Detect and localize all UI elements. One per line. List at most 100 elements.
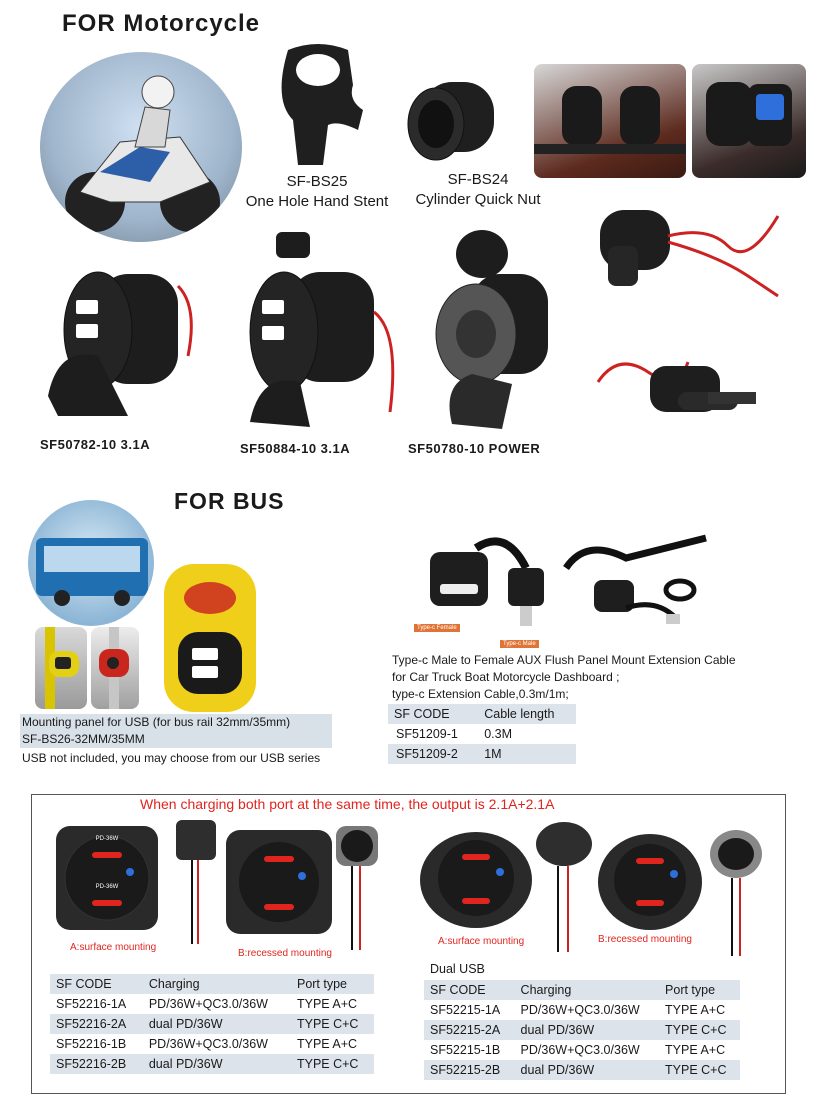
- round-socket-back-photo: [334, 822, 382, 950]
- sf50780-photo: [432, 224, 556, 432]
- socket-on-bar-photo: [588, 332, 788, 440]
- cable-table-header-code: SF CODE: [388, 704, 479, 724]
- charging-cell: dual PD/36W: [142, 1014, 291, 1034]
- square-socket-surface-photo: [52, 822, 162, 938]
- header-code: SF CODE: [50, 974, 143, 994]
- sf50782-code: SF50782-10 3.1A: [40, 437, 151, 452]
- cable-desc-line3: type-c Extension Cable,0.3m/1m;: [392, 687, 569, 701]
- port-top-label: PD-36W: [95, 836, 119, 842]
- round-socket-recessed-photo: [596, 830, 704, 934]
- cable-desc-line1: Type-c Male to Female AUX Flush Panel Mo…: [392, 653, 736, 667]
- bs24-code: SF-BS24: [447, 171, 509, 188]
- left-charging-table: SF CODE Charging Port type SF52216-1A PD/…: [50, 974, 374, 1074]
- dual-usb-title: Dual USB: [430, 962, 485, 976]
- bus-rail-red-photo: [91, 627, 139, 709]
- square-socket-back-photo: [170, 816, 222, 944]
- left-table-header: SF CODE Charging Port type: [50, 974, 374, 994]
- table-row: SF52216-1A PD/36W+QC3.0/36W TYPE A+C: [50, 994, 374, 1014]
- bs25-code: SF-BS25: [286, 173, 348, 190]
- table-row: SF51209-1 0.3M: [388, 724, 576, 744]
- sf50884-photo: [240, 232, 410, 432]
- right-table-header: SF CODE Charging Port type: [424, 980, 740, 1000]
- motorcycle-heading: FOR Motorcycle: [62, 10, 261, 37]
- charging-cell: dual PD/36W: [142, 1054, 291, 1074]
- socket-with-wires-photo: [588, 196, 788, 304]
- sf50780-code: SF50780-10 POWER: [408, 441, 541, 456]
- cylinder-nut-photo: [404, 76, 504, 168]
- cable-table: SF CODE Cable length SF51209-1 0.3M SF51…: [388, 704, 576, 764]
- header-charging: Charging: [142, 974, 291, 994]
- port-cell: TYPE A+C: [296, 997, 358, 1011]
- header-port: Port type: [290, 974, 374, 994]
- round-socket-surface-photo: [418, 824, 534, 934]
- cable-length-cell: 0.3M: [484, 727, 513, 741]
- header-port: Port type: [659, 980, 740, 1000]
- square-socket-recessed-photo: [224, 828, 334, 936]
- panel-line3: USB not included, you may choose from ou…: [22, 751, 321, 765]
- charging-notice: When charging both port at the same time…: [140, 796, 555, 812]
- charging-cell: dual PD/36W: [514, 1060, 660, 1080]
- bus-heading: FOR BUS: [174, 488, 285, 514]
- table-row: SF52215-1B PD/36W+QC3.0/36W TYPE A+C: [424, 1040, 740, 1060]
- left-recessed-label: B:recessed mounting: [238, 948, 332, 959]
- bus-rail-yellow-photo: [35, 627, 87, 709]
- code-cell: SF52215-1A: [430, 1003, 501, 1017]
- port-cell: TYPE A+C: [296, 1037, 358, 1051]
- port-cell: TYPE C+C: [659, 1060, 740, 1080]
- header-code: SF CODE: [424, 980, 515, 1000]
- handlebar-socket-photo: [534, 64, 686, 178]
- code-cell: SF52216-1B: [56, 1037, 127, 1051]
- port-bottom-label: PD-36W: [95, 884, 119, 890]
- cable-desc-line2: for Car Truck Boat Motorcycle Dashboard …: [392, 670, 620, 684]
- yellow-mounting-panel-photo: [162, 562, 258, 714]
- cable-length-cell: 1M: [478, 744, 576, 764]
- charging-cell: PD/36W+QC3.0/36W: [520, 1003, 640, 1017]
- bus-photo: [28, 500, 154, 626]
- right-charging-table: SF CODE Charging Port type SF52215-1A PD/…: [424, 980, 740, 1080]
- panel-line2: SF-BS26-32MM/35MM: [22, 732, 145, 746]
- charging-cell: dual PD/36W: [514, 1020, 660, 1040]
- typec-cable-photo: [416, 528, 716, 644]
- blue-display-socket-photo: [692, 64, 806, 178]
- tag-typec-female: Type-c Female: [414, 624, 460, 632]
- code-cell: SF52215-2A: [424, 1020, 515, 1040]
- code-cell: SF52215-1B: [430, 1043, 501, 1057]
- code-cell: SF52216-2B: [50, 1054, 143, 1074]
- port-cell: TYPE A+C: [665, 1043, 726, 1057]
- code-cell: SF52215-2B: [424, 1060, 515, 1080]
- port-cell: TYPE C+C: [290, 1014, 374, 1034]
- bs24-name: Cylinder Quick Nut: [415, 191, 541, 208]
- charging-cell: PD/36W+QC3.0/36W: [148, 997, 268, 1011]
- left-surface-label: A:surface mounting: [70, 942, 157, 953]
- cable-table-header: SF CODE Cable length: [388, 704, 576, 724]
- header-charging: Charging: [514, 980, 660, 1000]
- table-row: SF52216-1B PD/36W+QC3.0/36W TYPE A+C: [50, 1034, 374, 1054]
- cable-table-header-length: Cable length: [478, 704, 576, 724]
- tag-typec-male: Type-c Male: [500, 640, 539, 648]
- code-cell: SF52216-1A: [56, 997, 127, 1011]
- hand-stent-photo: [268, 40, 368, 170]
- motorcycle-rider-photo: [40, 52, 242, 242]
- right-surface-label: A:surface mounting: [438, 936, 525, 947]
- round-socket-back3-photo: [706, 826, 766, 956]
- table-row: SF51209-2 1M: [388, 744, 576, 764]
- table-row: SF52215-1A PD/36W+QC3.0/36W TYPE A+C: [424, 1000, 740, 1020]
- code-cell: SF52216-2A: [50, 1014, 143, 1034]
- panel-info-box: [20, 714, 332, 748]
- port-cell: TYPE A+C: [665, 1003, 726, 1017]
- charging-cell: PD/36W+QC3.0/36W: [520, 1043, 640, 1057]
- sf50782-photo: [38, 246, 198, 426]
- bs25-name: One Hole Hand Stent: [245, 193, 389, 210]
- right-recessed-label: B:recessed mounting: [598, 934, 692, 945]
- charging-cell: PD/36W+QC3.0/36W: [148, 1037, 268, 1051]
- port-cell: TYPE C+C: [659, 1020, 740, 1040]
- cable-code-cell: SF51209-1: [396, 727, 458, 741]
- cable-code-cell: SF51209-2: [388, 744, 479, 764]
- charging-frame: [31, 794, 786, 1094]
- round-socket-back2-photo: [534, 818, 594, 952]
- sf50884-code: SF50884-10 3.1A: [240, 441, 351, 456]
